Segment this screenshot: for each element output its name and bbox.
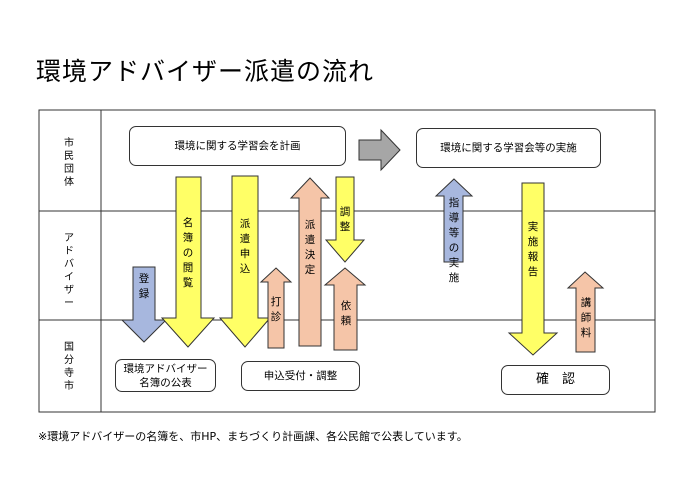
report-label: 実施報告 <box>527 221 539 278</box>
confirm-box: 確 認 <box>501 365 610 395</box>
reception-box: 申込受付・調整 <box>241 361 360 391</box>
decide-arrow <box>289 177 331 347</box>
report-arrow <box>507 182 559 356</box>
row-label-advisor: アドバイザー <box>64 233 74 309</box>
register-label: 登録 <box>138 273 150 300</box>
fee-arrow <box>566 271 605 353</box>
request-label: 依頼 <box>340 300 352 327</box>
consult-label: 打診 <box>270 296 282 323</box>
adjust-label: 調整 <box>339 206 351 233</box>
footnote: ※環境アドバイザーの名簿を、市HP、まちづくり計画課、各公民館で公表しています。 <box>38 430 468 443</box>
row-label-city: 国分寺市 <box>64 342 74 392</box>
consult-arrow <box>259 267 293 349</box>
apply-arrow <box>218 175 272 348</box>
browse-label: 名簿の閲覧 <box>182 217 194 289</box>
register-arrow <box>120 266 168 343</box>
row-label-citizen: 市民団体 <box>64 138 74 188</box>
plan-box: 環境に関する学習会を計画 <box>129 126 346 166</box>
decide-label: 派遣決定 <box>304 219 316 276</box>
guidance-label: 指導等の実施 <box>448 197 460 284</box>
publish-box: 環境アドバイザー 名簿の公表 <box>115 359 216 392</box>
browse-arrow <box>160 176 216 348</box>
page-title: 環境アドバイザー派遣の流れ <box>36 57 375 86</box>
fee-label: 講師料 <box>580 297 592 339</box>
guidance-arrow <box>434 178 474 263</box>
gray-right-arrow <box>358 128 401 172</box>
adjust-arrow <box>324 176 366 263</box>
diagram-frame <box>38 109 656 413</box>
apply-label: 派遣申込 <box>239 218 251 275</box>
request-arrow <box>323 267 367 351</box>
implement-box: 環境に関する学習会等の実施 <box>416 128 601 168</box>
